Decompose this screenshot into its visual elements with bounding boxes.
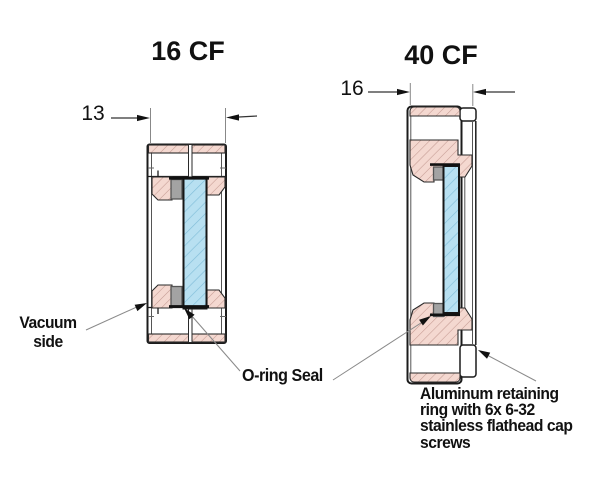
oring-seal-arrow-right <box>419 316 431 326</box>
vacuum-side-label: Vacuum side <box>9 313 86 351</box>
aluminum-note-line2: ring with 6x 6-32 <box>420 400 535 420</box>
flange-40cf-step-bottom <box>459 344 477 378</box>
aluminum-note-line3: stainless flathead cap <box>420 416 573 436</box>
aluminum-retaining-ring-note: Aluminum retaining ring with 6x 6-32 sta… <box>420 384 586 452</box>
flange-40cf-top-face <box>409 106 461 117</box>
leader-lines <box>85 303 537 382</box>
flange-40cf-cross-section <box>368 83 515 385</box>
glass-window-16cf <box>182 176 208 310</box>
flange-16cf-bottom-face <box>147 333 226 343</box>
oring-seal-label: O-ring Seal <box>242 365 323 385</box>
aluminum-note-line4: screws <box>420 432 471 452</box>
o-ring-16cf-top <box>170 178 183 200</box>
dim-16-arrow-right <box>473 88 486 96</box>
dimension-13 <box>111 108 258 143</box>
figure-title-16cf: 16 CF <box>151 36 225 66</box>
o-ring-16cf-bottom <box>170 285 183 307</box>
o-ring-40cf-top <box>432 166 445 181</box>
flange-16cf-top-joint <box>188 144 193 178</box>
dim-13-arrow-left <box>137 114 150 122</box>
dim-13-arrow-right <box>226 114 239 121</box>
flange-16cf-cross-section <box>111 108 258 344</box>
oring-seal-arrow-left <box>184 308 195 320</box>
dimension-value-16cf: 13 <box>81 102 105 125</box>
flange-40cf-bottom-face <box>409 372 461 383</box>
aluminum-note-arrow <box>478 350 491 359</box>
retaining-ring-16cf-top-left <box>151 176 173 201</box>
vacuum-side-line1: Vacuum <box>19 313 77 332</box>
vacuum-side-arrow <box>134 303 147 312</box>
glass-window-40cf <box>442 165 460 314</box>
vacuum-side-line2: side <box>33 332 63 351</box>
aluminum-note-line1: Aluminum retaining <box>420 384 559 403</box>
flange-16cf-top-face <box>147 144 226 154</box>
figure-title-40cf: 40 CF <box>404 40 478 70</box>
retaining-ring-16cf-bottom-left <box>151 284 173 309</box>
flange-40cf-step-top <box>459 107 477 122</box>
dimension-value-40cf: 16 <box>340 77 364 100</box>
dimension-16 <box>368 83 515 106</box>
dim-16-arrow-left <box>397 88 410 96</box>
